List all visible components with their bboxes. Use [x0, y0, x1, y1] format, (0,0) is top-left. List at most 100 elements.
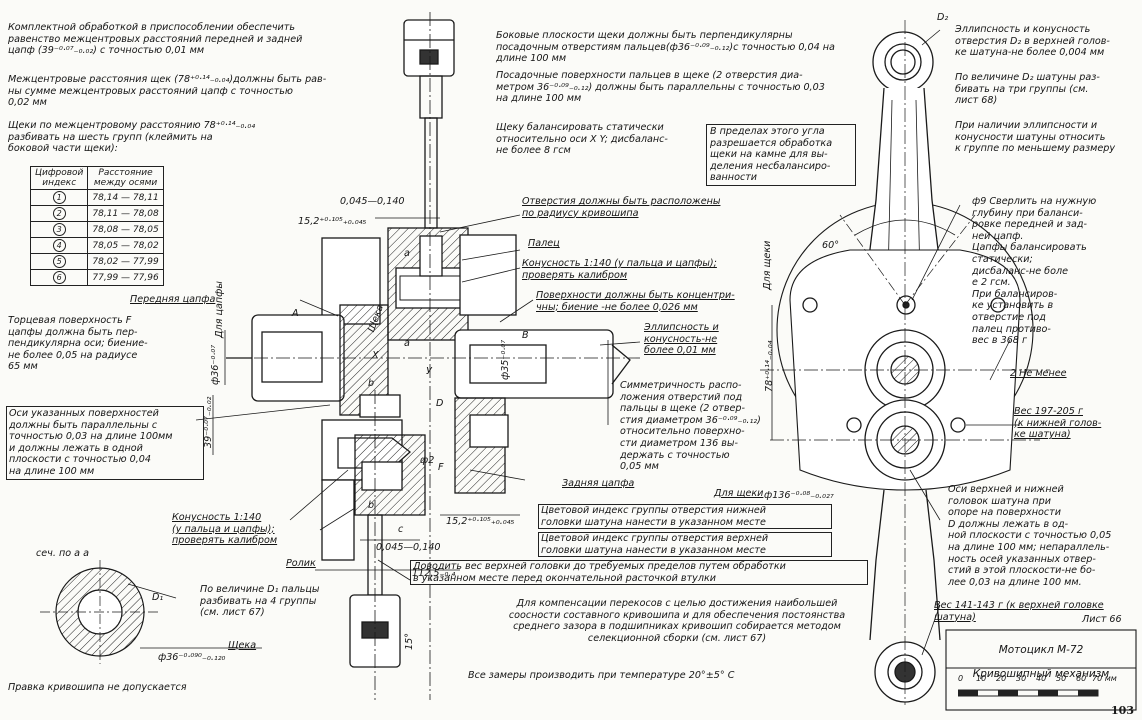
dim-phi36-section: ф36⁻⁰·⁰⁹⁰₋₀.₁₂₀	[158, 652, 226, 663]
note-holes-radius: Отверстия должны быть расположены по рад…	[522, 196, 721, 219]
label-x: X	[372, 350, 379, 361]
label-c: с	[398, 524, 404, 535]
note-color-upper-head: Цветовой индекс группы отверстия верхней…	[538, 532, 832, 558]
dim-1125: 112,5₋₀.₄	[412, 568, 456, 579]
dim-78: 78⁺⁰·¹⁴₋₀.₀₄	[764, 340, 775, 392]
scale-label: 20	[996, 674, 1007, 683]
title-block-frame	[945, 629, 1137, 711]
note-cheek-distances: Межцентровые расстояния щек (78⁺⁰·¹⁴₋₀.₀…	[8, 74, 327, 109]
group-table: Цифровой индекс Расстояние между осями 1…	[29, 166, 164, 286]
note-weight-upper: Вес 141-143 г (к верхней головке шатуна)	[934, 600, 1104, 623]
note-ellipse-sort: При наличии эллипсности и конусности шат…	[955, 120, 1116, 155]
label-b-capital-top: В	[522, 330, 529, 341]
group-index: 3	[52, 223, 66, 236]
table-row: 5 78,02 — 77,99	[29, 253, 164, 270]
dim-152-top: 15,2⁺⁰·¹⁰⁵₊₀.₀₄₅	[298, 216, 367, 227]
group-range: 78,11 — 78,08	[87, 205, 164, 222]
group-index: 4	[52, 239, 66, 252]
note-axes-rod: Оси верхней и нижней головок шатуна при …	[948, 484, 1112, 588]
label-for-cheek: Для щеки	[714, 488, 764, 499]
group-range: 77,99 — 77,96	[87, 269, 164, 286]
label-a-upper: а	[404, 248, 410, 259]
note-d2-ellipse: Эллипсность и конусность отверстия D₂ в …	[955, 24, 1110, 59]
group-index: 2	[52, 207, 66, 220]
scale-label: 40	[1036, 674, 1047, 683]
dim-phi35: ф35⁻⁰·⁰⁷	[500, 339, 511, 380]
group-index: 6	[52, 271, 66, 284]
dim-0045-top: 0,045—0,140	[340, 196, 405, 207]
note-d1-groups: По величине D₁ пальцы разбивать на 4 гру…	[200, 584, 320, 619]
group-range: 78,05 — 78,02	[87, 237, 164, 254]
table-header-distance: Расстояние между осями	[87, 166, 164, 190]
dim-152-bottom: 15,2⁺⁰·¹⁰⁵₊₀.₀₄₅	[446, 516, 515, 527]
scale-bar: 0 10 20 30 40 50 60 70 мм	[958, 672, 1117, 708]
note-face-surface: Торцевая поверхность F цапфы должна быть…	[8, 315, 148, 373]
note-angle-grinding: В пределах этого угла разрешается обрабо…	[706, 124, 856, 186]
note-concentric: Поверхности должны быть концентри- чны; …	[536, 290, 735, 313]
label-d2: D₂	[937, 12, 949, 23]
connecting-rod-view	[760, 20, 1050, 705]
label-front-journal: Передняя цапфа	[130, 294, 216, 305]
note-pin-surfaces: Посадочные поверхности пальцев в щеке (2…	[496, 70, 825, 105]
scale-label: 10	[976, 674, 987, 683]
note-symmetry: Симметричность распо- ложения отверстий …	[620, 380, 761, 473]
table-header-index: Цифровой индекс	[29, 166, 89, 190]
label-sheet-66: Лист 66	[1082, 614, 1122, 625]
label-cheek-section: Щека	[228, 640, 257, 651]
group-range: 78,02 — 77,99	[87, 253, 164, 270]
dim-39: 39⁻⁰·⁰⁷₋₀.₀₂	[203, 396, 214, 448]
note-d2-groups: По величине D₂ шатуны раз- бивать на три…	[955, 72, 1100, 107]
label-pin: Палец	[528, 238, 560, 249]
dim-angle-60: 60°	[822, 240, 840, 251]
note-matching-distances: Комплектной обработкой в приспособлении …	[8, 22, 303, 57]
label-b-upper: b	[368, 378, 375, 389]
note-balance: Щеку балансировать статически относитель…	[496, 122, 668, 157]
dim-0045-bottom: 0,045—0,140	[376, 542, 441, 553]
label-roller: Ролик	[286, 558, 316, 569]
scale-bar-graphic	[958, 689, 1099, 697]
group-range: 78,08 — 78,05	[87, 221, 164, 238]
group-index: 5	[52, 255, 66, 268]
label-y: У	[426, 366, 432, 377]
title-crank-mechanism: Кривошипный механизм	[972, 668, 1110, 680]
label-b-lower: b	[368, 500, 375, 511]
note-weight-lower: Вес 197-205 г (к нижней голов- ке шатуна…	[1014, 406, 1102, 441]
note-measurement-temp: Все замеры производить при температуре 2…	[468, 670, 735, 681]
note-compensation: Для компенсации перекосов с целью достиж…	[508, 598, 846, 644]
note-pin-conicity: Конусность 1:140 (у пальца и цапфы); про…	[522, 258, 717, 281]
note-six-groups: Щеки по межцентровому расстоянию 78⁺⁰·¹⁴…	[8, 120, 256, 155]
page-number: 103	[1111, 704, 1134, 717]
note-drill-balance: ф9 Сверлить на нужную глубину при баланс…	[972, 196, 1097, 347]
label-section-a-a: сеч. по а а	[36, 548, 89, 559]
note-color-lower-head: Цветовой индекс группы отверстия нижней …	[538, 504, 832, 530]
title-motorcycle: Мотоцикл М-72	[998, 644, 1084, 656]
label-rear-journal: Задняя цапфа	[562, 478, 635, 489]
label-a-capital: А	[292, 308, 299, 319]
table-row: 4 78,05 — 78,02	[29, 237, 164, 254]
label-for-journal-left: Для цапфы	[214, 281, 225, 338]
note-side-planes: Боковые плоскости щеки должны быть перпе…	[496, 30, 835, 65]
group-index: 1	[52, 191, 66, 204]
table-row: 3 78,08 — 78,05	[29, 221, 164, 238]
table-row: 6 77,99 — 77,96	[29, 269, 164, 286]
scale-label: 0	[958, 674, 964, 683]
dim-phi36-vertical: ф36⁻⁰·⁰⁷	[210, 344, 221, 385]
label-not-less: 2 Не менее	[1010, 368, 1067, 379]
section-view-a-a	[40, 560, 262, 664]
crankshaft-assembly	[195, 12, 641, 700]
label-f: F	[438, 462, 444, 473]
dim-phi136: ф136⁻⁰·⁰⁸₋₀.₀₂₇	[764, 490, 834, 501]
label-a-lower: а	[404, 338, 410, 349]
dim-phi2: ф2	[420, 455, 435, 466]
label-d1: D₁	[152, 592, 164, 603]
scale-label: 60	[1076, 674, 1087, 683]
note-adjust-weight: Доводить вес верхней головки до требуемы…	[410, 560, 868, 586]
scale-label: 70 мм	[1092, 674, 1117, 683]
note-no-straightening: Правка кривошипа не допускается	[8, 682, 187, 693]
label-d-center: D	[436, 398, 444, 409]
note-axes-parallel: Оси указанных поверхностей должны быть п…	[6, 406, 204, 480]
scale-label: 50	[1056, 674, 1067, 683]
table-row: 2 78,11 — 78,08	[29, 205, 164, 222]
